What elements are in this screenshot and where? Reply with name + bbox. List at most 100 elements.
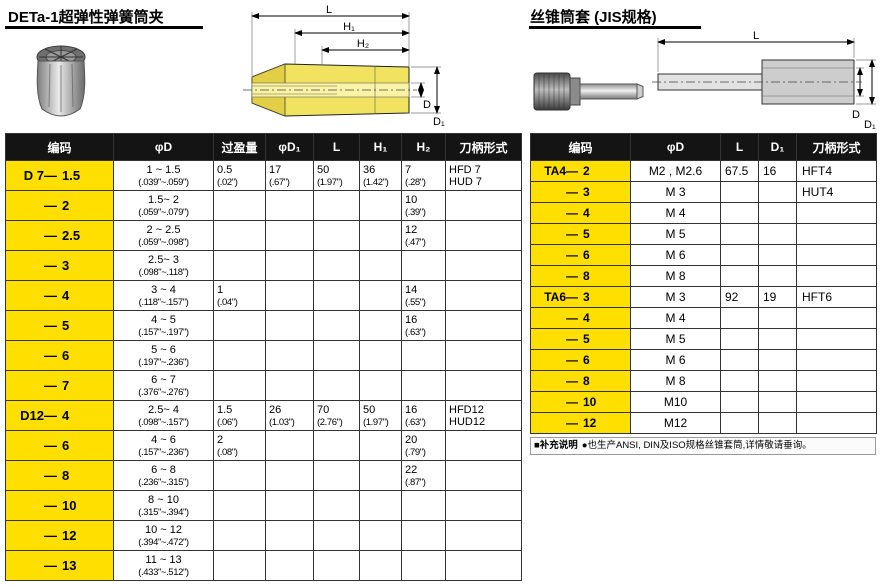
L-cell [313,490,360,521]
code-cell: —6 [5,340,114,371]
L-cell [720,265,759,287]
shank-cell [445,220,522,251]
fit-cell: 1.5(.06") [213,400,266,431]
phiD-cell: M 5 [630,328,721,350]
H2-cell: 14(.55") [401,280,446,311]
phiD-cell: M12 [630,412,721,434]
fit-cell: 0.5(.02") [213,160,266,191]
H1-cell [359,310,402,341]
code-cell: —6 [5,430,114,461]
D1-cell [758,307,797,329]
L-cell [313,550,360,581]
L-cell [720,202,759,224]
H1-cell [359,280,402,311]
collet-drawing: L H₁ H₂ D D₁ [243,4,445,128]
H1-cell [359,550,402,581]
fit-cell [213,520,266,551]
fit-cell [213,340,266,371]
code-cell: —12 [530,412,631,434]
L-cell [313,430,360,461]
H2-cell [401,550,446,581]
phiD-cell: M 4 [630,307,721,329]
fit-cell [213,370,266,401]
fit-cell: 1(.04") [213,280,266,311]
phiD1-cell [265,280,314,311]
code-cell: —3 [530,181,631,203]
phiD-cell: M 4 [630,202,721,224]
shank-cell [445,370,522,401]
phiD1-cell: 17(.67") [265,160,314,191]
L-cell: 67.5 [720,160,759,182]
shank-cell [796,202,877,224]
shank-cell [796,328,877,350]
phiD1-cell [265,550,314,581]
tap-sleeve-drawing: L D D₁ [652,30,876,130]
shank-cell [796,349,877,371]
phiD-cell: 4 ~ 5(.157"~.197") [113,310,214,341]
H1-cell [359,370,402,401]
fit-cell [213,550,266,581]
code-cell: TA4—2 [530,160,631,182]
phiD-cell: 1.5~ 2(.059"~.079") [113,190,214,221]
code-cell: —2 [5,190,114,221]
D1-cell [758,202,797,224]
sleeve-collar [569,77,581,106]
shank-cell [796,307,877,329]
sleeve-knurl [533,72,571,111]
shank-cell [445,250,522,281]
L-cell [720,412,759,434]
shank-cell: HFT4 [796,160,877,182]
shank-cell [445,490,522,521]
shank-cell [445,430,522,461]
H1-cell: 50(1.97") [359,400,402,431]
column-header: L [720,133,759,161]
code-cell: D 7—1.5 [5,160,114,191]
dim-label-L: L [753,30,759,42]
phiD1-cell [265,370,314,401]
phiD-cell: M 8 [630,265,721,287]
shank-cell [445,460,522,491]
right-section-title: 丝锥筒套 (JIS规格) [530,9,657,26]
shank-cell [445,310,522,341]
L-cell [313,190,360,221]
fit-cell [213,190,266,221]
L-cell: 70(2.76") [313,400,360,431]
H1-cell [359,520,402,551]
code-cell: —8 [530,370,631,392]
phiD-cell: 10 ~ 12(.394"~.472") [113,520,214,551]
phiD-cell: 2.5~ 3(.098"~.118") [113,250,214,281]
phiD1-cell [265,340,314,371]
code-cell: —8 [530,265,631,287]
dim-label-H2: H₂ [357,38,369,50]
code-cell: —6 [530,244,631,266]
dim-label-H1: H₁ [343,21,355,33]
H1-cell [359,340,402,371]
code-cell: —12 [5,520,114,551]
L-cell [313,310,360,341]
H2-cell [401,250,446,281]
L-cell [313,250,360,281]
tap-sleeve-photo [533,72,644,111]
L-cell [313,460,360,491]
code-cell: —2.5 [5,220,114,251]
H1-cell [359,190,402,221]
phiD1-cell: 26(1.03") [265,400,314,431]
code-cell: —4 [530,307,631,329]
code-cell: —5 [530,328,631,350]
code-cell: —5 [530,223,631,245]
D1-cell: 19 [758,286,797,308]
